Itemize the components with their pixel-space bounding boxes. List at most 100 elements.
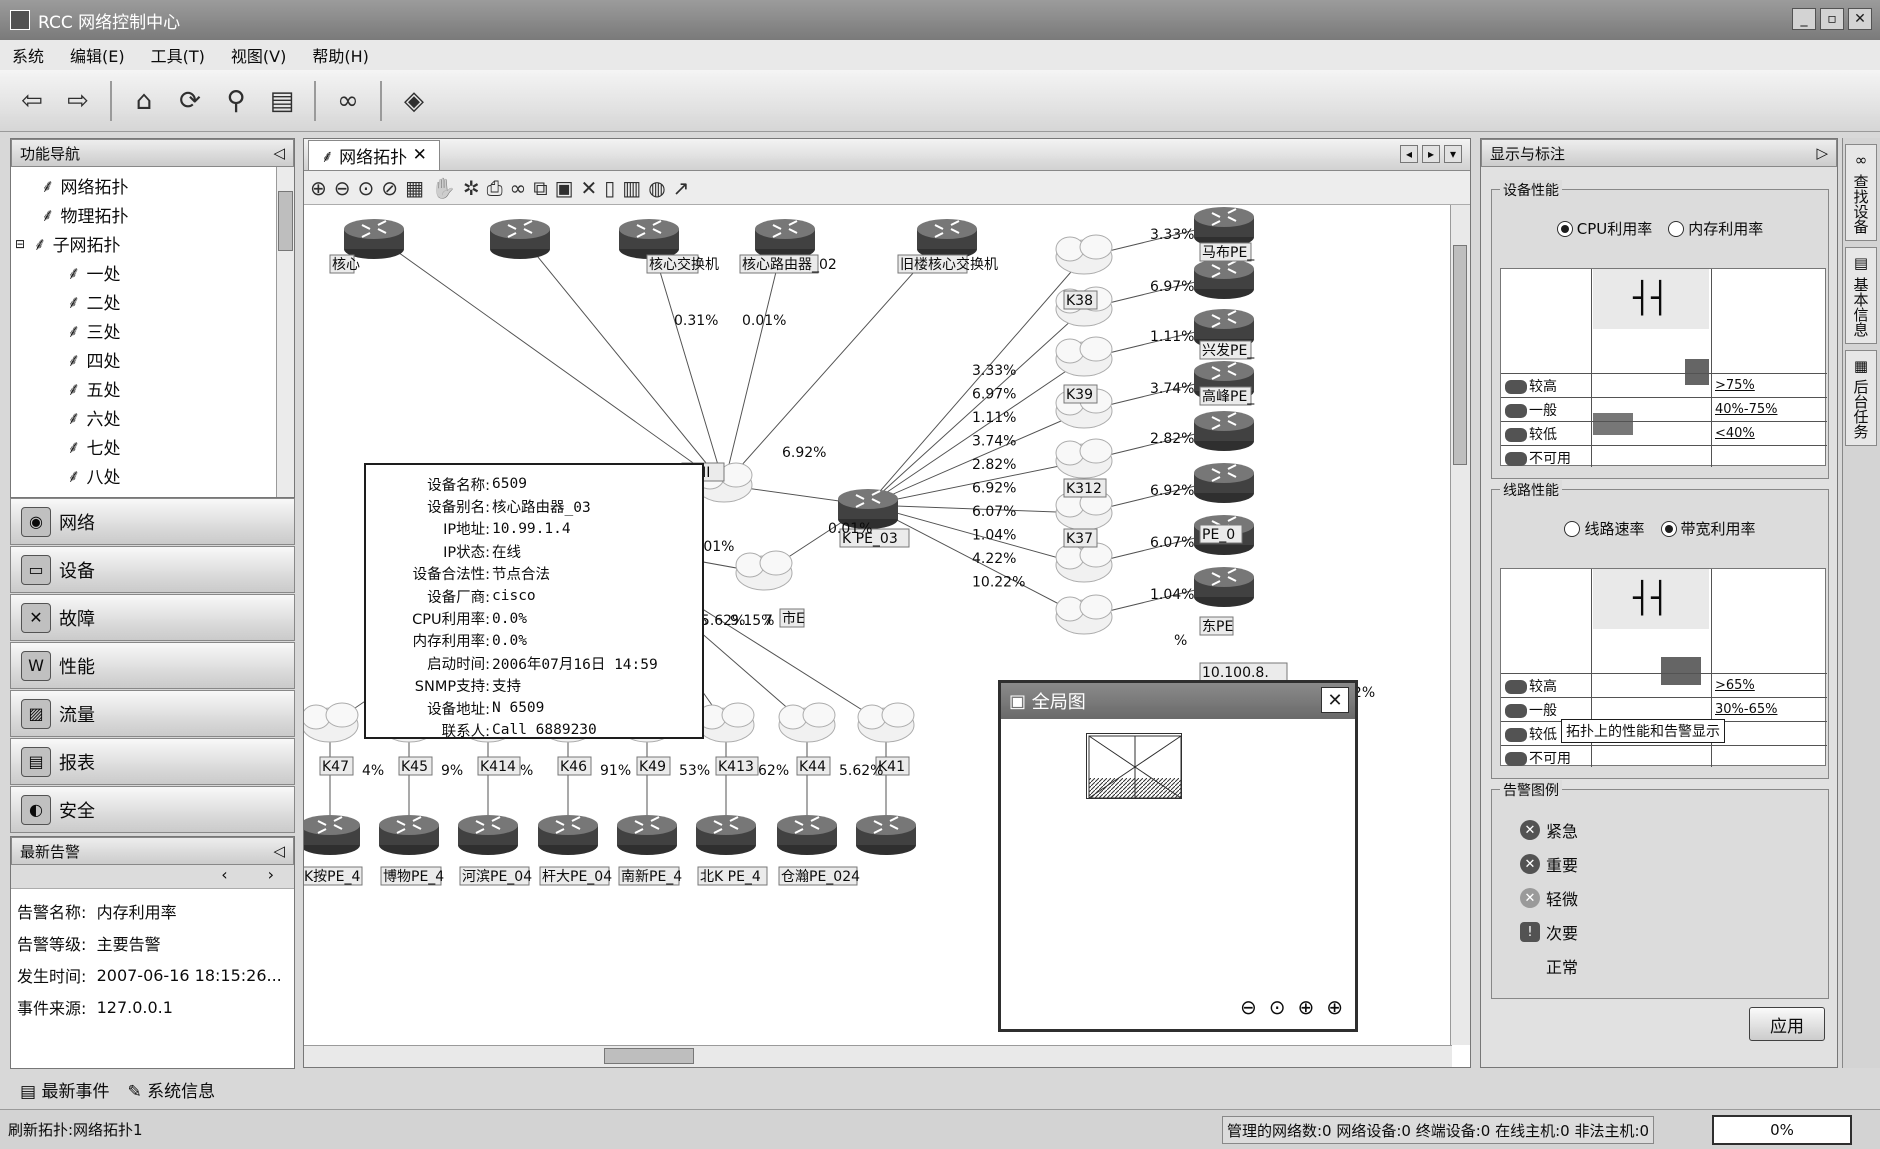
node-label[interactable]: K46	[560, 759, 587, 775]
category-security-button[interactable]: ◐安全	[10, 786, 295, 833]
cloud-node[interactable]	[735, 550, 793, 591]
pin-icon[interactable]: ◁	[273, 842, 285, 860]
apply-button[interactable]: 应用	[1749, 1007, 1825, 1041]
zoom-in-icon[interactable]: ⊕	[310, 175, 327, 200]
tree-scrollbar[interactable]	[276, 167, 294, 497]
back-icon[interactable]: ⇦	[21, 85, 43, 116]
cloud-node[interactable]	[697, 702, 755, 743]
copy-icon[interactable]: ⧉	[533, 175, 548, 200]
delete-icon[interactable]: ✕	[580, 175, 598, 200]
tree-item-subnet[interactable]: ⸙六处	[67, 407, 121, 431]
cloud-node[interactable]	[1055, 438, 1113, 479]
search-icon[interactable]: ⚲	[226, 85, 246, 116]
category-fault-button[interactable]: ✕故障	[10, 594, 295, 641]
node-label[interactable]: K45	[401, 759, 428, 775]
overview-minimap[interactable]	[1086, 733, 1182, 799]
tree-item-subnet[interactable]: ⸙七处	[67, 436, 121, 460]
node-label[interactable]: K44	[799, 759, 826, 775]
tab-prev-button[interactable]: ◂	[1400, 145, 1418, 163]
category-traffic-button[interactable]: ▨流量	[10, 690, 295, 737]
line-rate-radio[interactable]: 线路速率	[1564, 518, 1645, 539]
tab-network-topology[interactable]: ⸙ 网络拓扑 ✕	[308, 139, 440, 170]
node-label[interactable]: 高峰PE_	[1202, 388, 1255, 405]
menu-tools[interactable]: 工具(T)	[150, 47, 205, 66]
router-node[interactable]	[754, 218, 816, 260]
canvas-hscrollbar[interactable]	[304, 1045, 1452, 1067]
tab-next-button[interactable]: ▸	[1422, 145, 1440, 163]
node-label[interactable]: K414	[480, 759, 516, 775]
grid-layout-icon[interactable]: ▦	[405, 175, 424, 200]
scroll-thumb[interactable]	[1453, 245, 1467, 465]
bandwidth-radio[interactable]: 带宽利用率	[1660, 518, 1756, 539]
zoom-in-icon[interactable]: ⊕	[1326, 995, 1343, 1019]
tree-item-network-topology[interactable]: ⸙网络拓扑	[41, 175, 129, 199]
node-label[interactable]: 核心路由器_02	[742, 257, 837, 273]
node-label[interactable]: 旧楼核心交换机	[900, 256, 998, 273]
close-icon[interactable]: ✕	[1321, 687, 1349, 713]
cloud-node[interactable]	[1055, 336, 1113, 377]
tab-latest-events[interactable]: ▤ 最新事件	[20, 1081, 110, 1102]
node-label[interactable]: 10.100.8.	[1202, 665, 1269, 681]
zoom-reset-icon[interactable]: ⊙	[1268, 995, 1286, 1019]
node-label[interactable]: 仓瀚PE_024	[781, 869, 860, 885]
router-node[interactable]	[1193, 410, 1255, 452]
tree-item-subnet[interactable]: ⸙三处	[67, 320, 121, 344]
export-icon[interactable]: ◍	[648, 175, 666, 200]
node-label[interactable]: 河滨PE_04	[462, 869, 532, 885]
router-node[interactable]	[343, 218, 405, 260]
pan-hand-icon[interactable]: ✋	[430, 175, 456, 200]
memory-radio[interactable]: 内存利用率	[1668, 218, 1763, 239]
link-icon[interactable]: ↗	[672, 175, 690, 200]
refresh-icon[interactable]: ⟳	[179, 85, 201, 116]
align-icon[interactable]: ▥	[622, 175, 642, 200]
scroll-thumb[interactable]	[604, 1048, 694, 1064]
node-label[interactable]: 东PE	[1202, 619, 1233, 635]
category-report-button[interactable]: ▤报表	[10, 738, 295, 785]
zoom-out-icon[interactable]: ⊖	[333, 175, 351, 200]
router-node[interactable]	[304, 814, 361, 856]
router-node[interactable]	[616, 814, 678, 856]
tab-menu-button[interactable]: ▾	[1444, 145, 1462, 163]
menu-view[interactable]: 视图(V)	[230, 47, 287, 66]
maximize-button[interactable]: ▫	[1820, 8, 1844, 30]
node-label[interactable]: 北K PE_4	[700, 869, 761, 885]
tab-background-tasks[interactable]: ▦ 后台任务	[1845, 349, 1877, 447]
node-label[interactable]: 兴发PE_	[1202, 343, 1255, 359]
cloud-node[interactable]	[1055, 594, 1113, 635]
minimize-button[interactable]: _	[1792, 8, 1816, 30]
tree-item-subnet[interactable]: ⸙一处	[67, 262, 121, 286]
node-label[interactable]: K49	[639, 759, 666, 775]
node-label[interactable]: K按PE_4	[304, 869, 360, 885]
router-node[interactable]	[695, 814, 757, 856]
router-node[interactable]	[916, 218, 978, 260]
cloud-node[interactable]	[857, 702, 915, 743]
find-icon[interactable]: ∞	[509, 175, 527, 200]
new-page-icon[interactable]: ▯	[604, 175, 616, 200]
binoculars-icon[interactable]: ∞	[337, 85, 359, 116]
router-node[interactable]	[489, 218, 551, 260]
tree-item-subnet[interactable]: ⸙四处	[67, 349, 121, 373]
cloud-node[interactable]	[1055, 542, 1113, 583]
next-alarm-button[interactable]: ›	[267, 865, 274, 884]
close-tab-icon[interactable]: ✕	[412, 145, 427, 165]
router-node[interactable]	[1193, 462, 1255, 504]
node-label[interactable]: 南新PE_4	[621, 869, 682, 885]
node-label[interactable]: 博物PE_4	[383, 868, 444, 885]
router-node[interactable]	[537, 814, 599, 856]
report-icon[interactable]: ▤	[269, 85, 295, 116]
menu-edit[interactable]: 编辑(E)	[70, 47, 125, 66]
canvas-vscrollbar[interactable]	[1450, 205, 1470, 1045]
node-label[interactable]: K413	[718, 759, 754, 775]
pin-icon[interactable]: ◁	[273, 144, 285, 162]
category-device-button[interactable]: ▭设备	[10, 546, 295, 593]
node-label[interactable]: K39	[1066, 387, 1093, 403]
cloud-node[interactable]	[304, 702, 359, 743]
node-label[interactable]: K PE_03	[842, 531, 898, 547]
router-node[interactable]	[378, 814, 440, 856]
tag-icon[interactable]: ◈	[404, 85, 424, 116]
scroll-thumb[interactable]	[278, 191, 293, 251]
zoom-reset-icon[interactable]: ⊘	[381, 175, 399, 200]
router-node[interactable]	[855, 814, 917, 856]
router-node[interactable]	[457, 814, 519, 856]
